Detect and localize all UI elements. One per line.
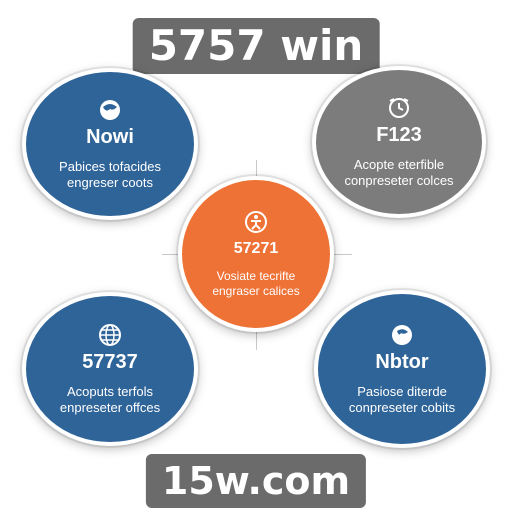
node-description-line: engraser calices (212, 284, 300, 298)
node-description-line: conpreseter colces (344, 173, 454, 188)
node-top-right: F123 Acopte eterfible conpreseter colces (312, 66, 486, 218)
globe-grid-icon (99, 324, 121, 346)
node-title: 57737 (82, 351, 138, 373)
node-title: F123 (376, 124, 422, 146)
node-description-line: Pabices tofacides (59, 159, 161, 174)
node-title: Nowi (86, 126, 134, 148)
node-description-line: Acoputs terfols (67, 384, 153, 399)
node-title: Nbtor (375, 351, 429, 373)
node-description: Acopte eterfible conpreseter colces (334, 157, 464, 189)
node-description-line: enpreseter offces (59, 400, 161, 415)
node-description-line: conpreseter cobits (348, 400, 456, 415)
node-description: Pabices tofacides engreser coots (45, 159, 175, 191)
node-description-line: Pasiose diterde (357, 384, 447, 399)
node-description-line: Acopte eterfible (353, 157, 445, 172)
bottom-banner: 15w.com (145, 454, 367, 508)
node-top-left: Nowi Pabices tofacides engreser coots (22, 68, 198, 220)
person-icon (245, 211, 267, 233)
node-description: Acoputs terfols enpreseter offces (45, 384, 175, 416)
globe-icon (100, 100, 120, 120)
node-center: 57271 Vosiate tecrifte engraser calices (178, 176, 334, 332)
node-description: Pasiose diterde conpreseter cobits (337, 384, 467, 416)
node-bottom-left: 57737 Acoputs terfols enpreseter offces (22, 292, 198, 446)
node-description-line: Vosiate tecrifte (216, 269, 296, 283)
node-description: Vosiate tecrifte engraser calices (201, 269, 311, 299)
top-banner: 5757 win (132, 18, 380, 74)
node-title: 57271 (233, 240, 279, 257)
clock-icon (389, 98, 409, 118)
node-description-line: engreser coots (67, 175, 153, 190)
node-bottom-right: Nbtor Pasiose diterde conpreseter cobits (314, 290, 490, 448)
globe-icon (392, 325, 412, 345)
